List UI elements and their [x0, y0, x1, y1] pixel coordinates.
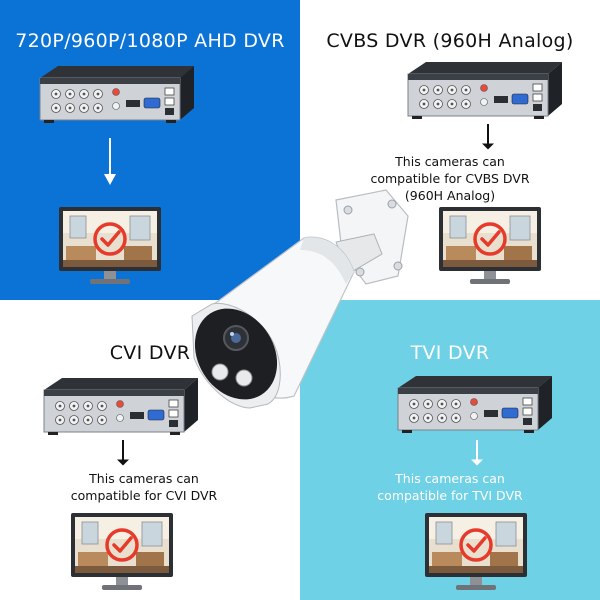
arrow-down-icon: [103, 138, 117, 186]
ahd-panel: 720P/960P/1080P AHD DVR: [0, 0, 300, 300]
monitor-icon: [58, 206, 162, 286]
arrow-down-icon: [481, 124, 495, 150]
arrow-down-icon: [470, 440, 484, 466]
monitor-icon: [70, 512, 174, 592]
dvr-recorder-icon: [34, 64, 194, 132]
cvbs-title: CVBS DVR (960H Analog): [326, 30, 574, 52]
monitor-icon: [424, 512, 528, 592]
bullet-camera-icon: [191, 189, 409, 409]
arrow-down-icon: [116, 440, 130, 466]
tvi-panel: TVI DVR This cameras can compatible for …: [300, 300, 600, 600]
dvr-recorder-icon: [402, 60, 562, 128]
cvi-caption: This cameras can compatible for CVI DVR: [70, 471, 218, 503]
tvi-caption: This cameras can compatible for TVI DVR: [377, 471, 523, 503]
ahd-title: 720P/960P/1080P AHD DVR: [15, 30, 285, 52]
tvi-title: TVI DVR: [410, 342, 490, 364]
monitor-icon: [438, 206, 542, 286]
dvr-recorder-icon: [38, 376, 198, 444]
cvbs-caption: This cameras can compatible for CVBS DVR…: [370, 154, 530, 203]
cvi-title: CVI DVR: [109, 342, 191, 364]
